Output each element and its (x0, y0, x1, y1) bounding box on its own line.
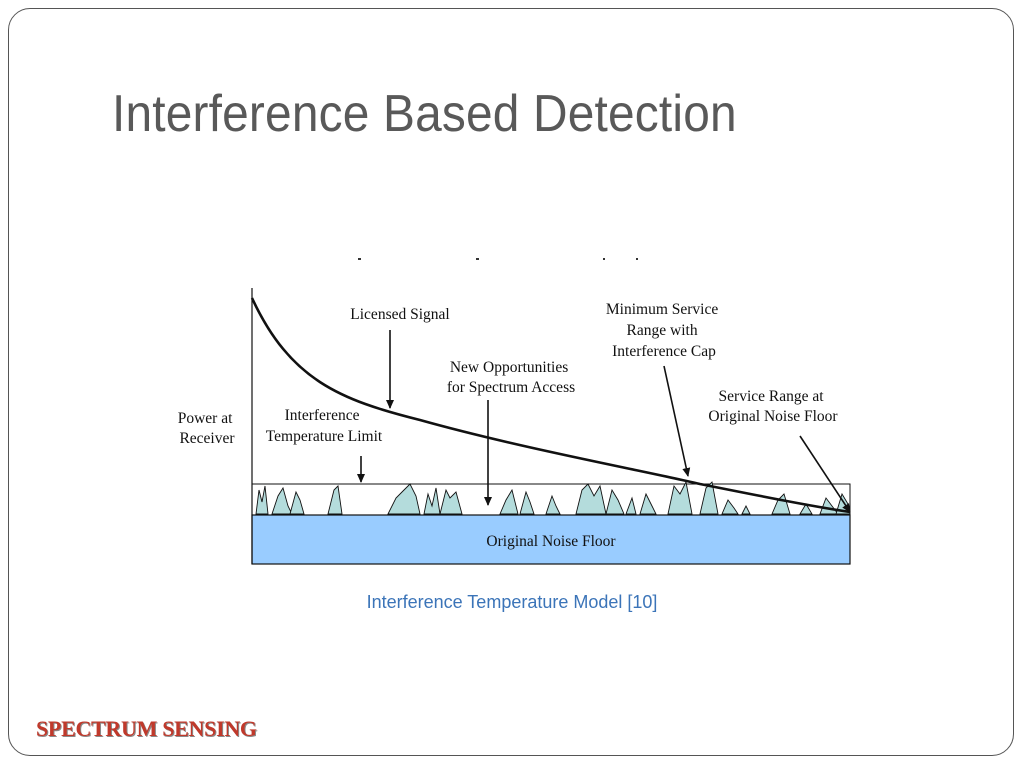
figure-caption: Interference Temperature Model [10] (366, 592, 658, 612)
interference-spike (699, 481, 719, 515)
interference-spike (667, 480, 693, 515)
interference-spike (605, 488, 625, 515)
licensed-signal-label: Licensed Signal (350, 306, 449, 323)
new-opportunities-label: New Opportunities for Spectrum Access (447, 359, 575, 396)
interference-spike (255, 485, 269, 515)
interference-temp-limit-label: Interference Temperature Limit (266, 407, 383, 445)
interference-spike (545, 494, 561, 515)
y-axis-label: Power at Receiver (178, 410, 237, 447)
service-range-arrow (799, 435, 851, 513)
interference-spike (771, 493, 791, 515)
footer-title: SPECTRUM SENSING (36, 716, 257, 741)
cropped-text-remnants (358, 258, 638, 260)
interference-spike (519, 490, 535, 515)
noise-floor-label: Original Noise Floor (486, 533, 616, 550)
min-service-range-arrow (663, 365, 691, 477)
interference-spike (625, 496, 637, 515)
interference-spike (387, 483, 421, 515)
interference-spike (639, 492, 657, 515)
slide-frame (8, 8, 1014, 756)
interference-spike (439, 488, 463, 515)
interference-spike (721, 499, 739, 515)
interference-spike (499, 488, 519, 515)
interference-spike (819, 497, 839, 515)
interference-spike (423, 487, 441, 515)
interference-spike (327, 485, 343, 515)
noise-floor-band (251, 514, 851, 565)
interference-spike (799, 503, 813, 515)
service-range-label: Service Range at Original Noise Floor (708, 388, 838, 425)
interference-spike (271, 486, 293, 515)
interference-spike (575, 483, 607, 515)
min-service-range-label: Minimum Service Range with Interference … (606, 301, 722, 360)
interference-spikes (255, 480, 851, 515)
interference-spike (289, 490, 305, 515)
licensed-signal-curve (250, 297, 851, 514)
slide-title: Interference Based Detection (112, 85, 737, 143)
interference-spike (741, 504, 751, 515)
